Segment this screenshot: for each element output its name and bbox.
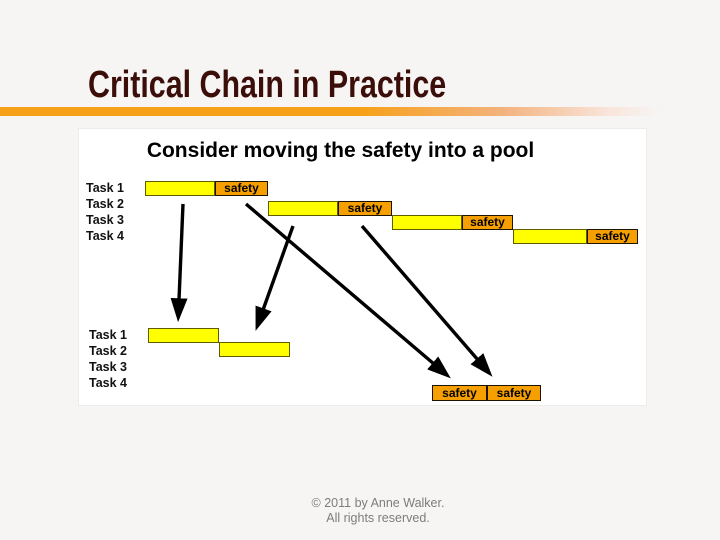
diagram-heading: Consider moving the safety into a pool [146,139,535,162]
diagram-panel [78,128,647,406]
copyright-line-1: © 2011 by Anne Walker. [311,496,445,510]
slide-title: Critical Chain in Practice [88,64,447,106]
copyright-line-2: All rights reserved. [326,511,430,525]
title-underline-rule [0,107,660,116]
copyright-footer: © 2011 by Anne Walker. All rights reserv… [58,496,698,526]
